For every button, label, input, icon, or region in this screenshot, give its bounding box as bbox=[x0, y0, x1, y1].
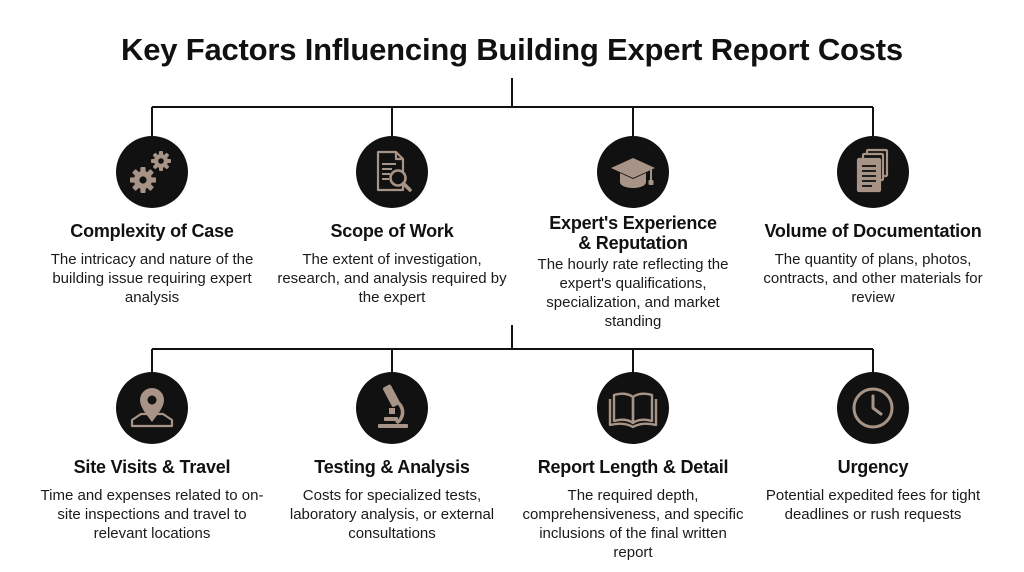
factor-description: The intricacy and nature of the building… bbox=[50, 251, 254, 306]
factor-description: Costs for specialized tests, laboratory … bbox=[289, 487, 495, 542]
factor-title: Complexity of Case bbox=[70, 221, 234, 241]
factor-title: Urgency bbox=[837, 457, 909, 477]
factor-description: Time and expenses related to on-site ins… bbox=[40, 487, 264, 542]
gears-icon bbox=[130, 151, 171, 193]
factor-title: Testing & Analysis bbox=[314, 457, 470, 477]
factor-site-visits-travel: Site Visits & Travel Time and expenses r… bbox=[37, 372, 267, 543]
factor-description: The extent of investigation, research, a… bbox=[277, 251, 507, 306]
graduation-cap-icon bbox=[611, 158, 655, 188]
icon-badge bbox=[837, 136, 909, 208]
factor-scope-of-work: Scope of Work The extent of investigatio… bbox=[277, 136, 507, 307]
icon-badge bbox=[116, 136, 188, 208]
factor-experts-experience: Expert's Experience & Reputation The hou… bbox=[518, 136, 748, 331]
icon-badge bbox=[116, 372, 188, 444]
factor-title-line-1: Expert's Experience bbox=[549, 213, 717, 233]
factor-description: Potential expedited fees for tight deadl… bbox=[765, 487, 981, 523]
factor-complexity-of-case: Complexity of Case The intricacy and nat… bbox=[37, 136, 267, 307]
icon-badge bbox=[356, 372, 428, 444]
factor-title: Expert's Experience & Reputation bbox=[518, 213, 748, 253]
icon-badge bbox=[597, 136, 669, 208]
map-pin-icon bbox=[130, 388, 174, 428]
factor-volume-of-documentation: Volume of Documentation The quantity of … bbox=[758, 136, 988, 307]
microscope-icon bbox=[378, 384, 408, 428]
factor-urgency: Urgency Potential expedited fees for tig… bbox=[758, 372, 988, 524]
factor-title: Volume of Documentation bbox=[764, 221, 982, 241]
factor-description: The required depth, comprehensiveness, a… bbox=[522, 487, 744, 561]
icon-badge bbox=[837, 372, 909, 444]
factor-title: Scope of Work bbox=[330, 221, 454, 241]
page-title: Key Factors Influencing Building Expert … bbox=[121, 32, 903, 67]
factor-title: Report Length & Detail bbox=[537, 457, 729, 477]
factor-title-line-2: & Reputation bbox=[578, 233, 688, 253]
factor-report-length-detail: Report Length & Detail The required dept… bbox=[518, 372, 748, 562]
factor-title: Site Visits & Travel bbox=[73, 457, 231, 477]
clock-icon bbox=[852, 387, 894, 429]
documents-stack-icon bbox=[856, 148, 889, 193]
icon-badge bbox=[597, 372, 669, 444]
open-book-icon bbox=[608, 392, 658, 429]
factor-description: The hourly rate reflecting the expert's … bbox=[537, 256, 729, 330]
factor-testing-analysis: Testing & Analysis Costs for specialized… bbox=[277, 372, 507, 543]
factor-description: The quantity of plans, photos, contracts… bbox=[763, 251, 983, 306]
document-magnifier-icon bbox=[376, 150, 412, 192]
icon-badge bbox=[356, 136, 428, 208]
